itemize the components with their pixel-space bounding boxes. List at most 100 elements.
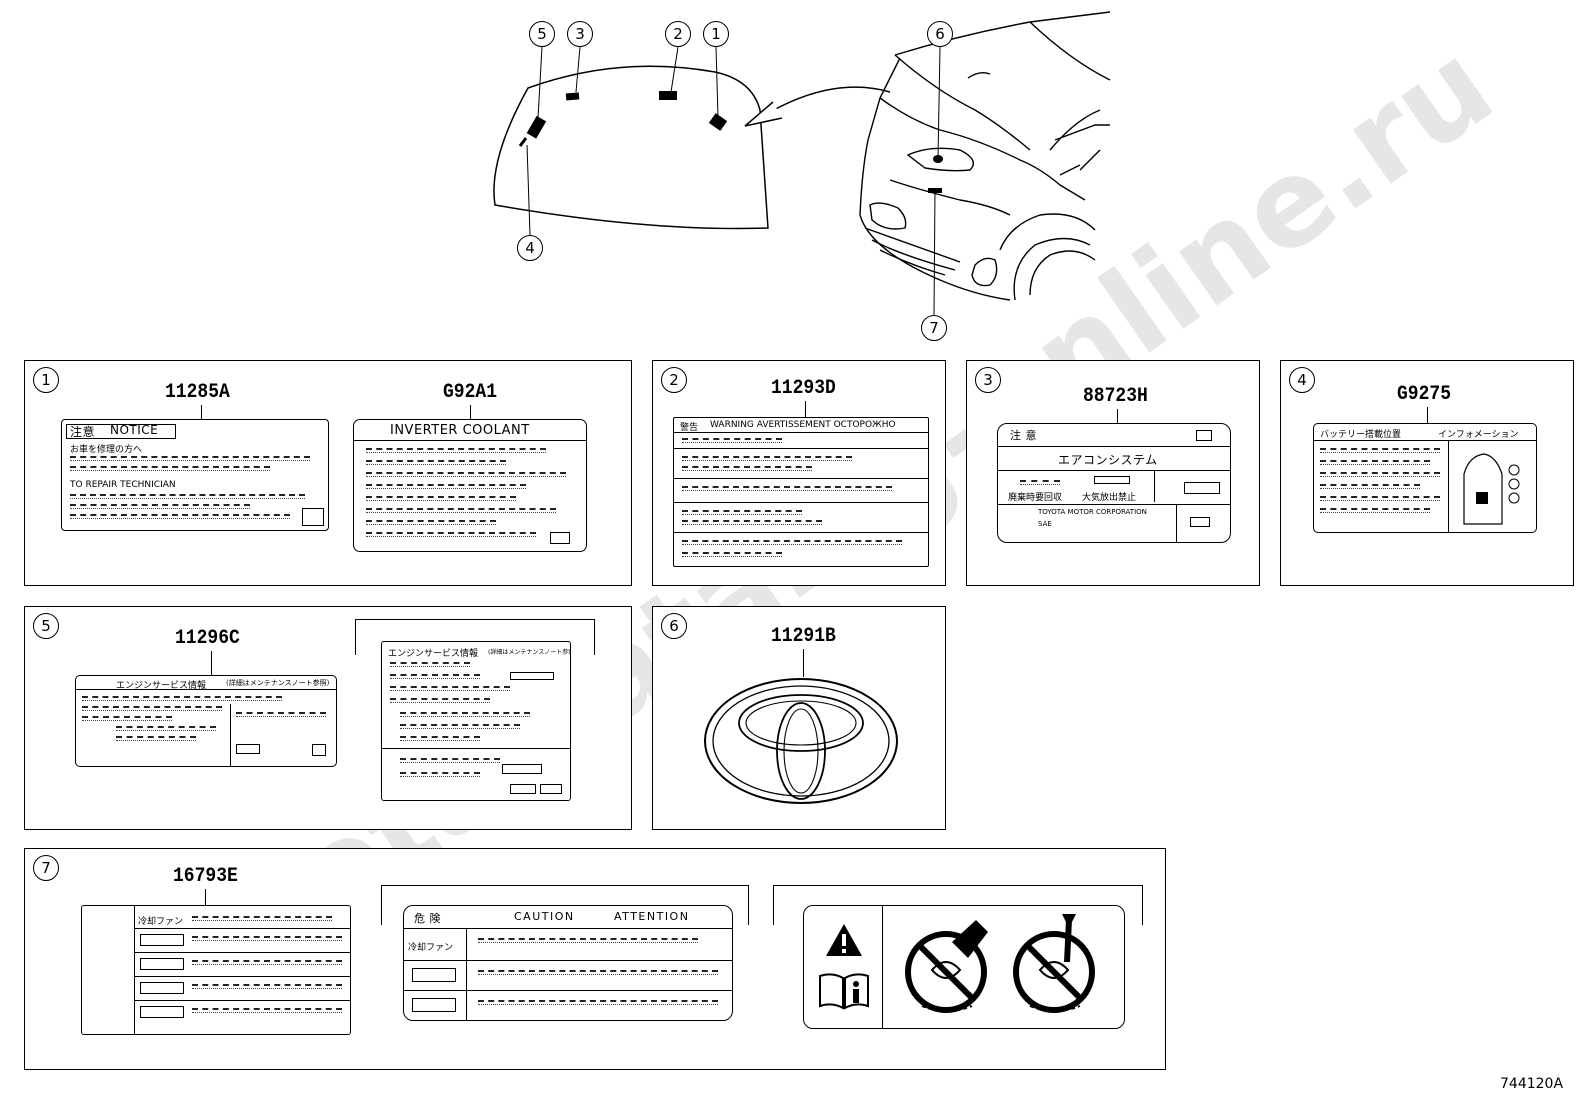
- text-line: [70, 494, 305, 499]
- callout-6: 6: [927, 21, 953, 47]
- part-number: 16793E: [173, 865, 238, 888]
- text-line: [682, 456, 852, 461]
- divider: [1314, 440, 1536, 441]
- leader-line: [805, 401, 806, 417]
- engine-service-label-alt: エンジンサービス情報 (詳細はメンテナンスノート参照): [381, 641, 571, 801]
- divider: [134, 952, 350, 953]
- sae-text: SAE: [1038, 520, 1052, 528]
- toyota-emblem: [704, 678, 898, 804]
- text-line: [366, 484, 526, 489]
- text-line: [1020, 480, 1060, 485]
- divider: [382, 748, 570, 749]
- car-layout-icon: [1463, 453, 1520, 525]
- leader-line: [211, 651, 212, 675]
- text-line: [400, 712, 530, 717]
- aircon-left: 廃棄時要回収: [1008, 493, 1063, 503]
- pictogram-label: [803, 905, 1125, 1029]
- caution-text: CAUTION: [514, 910, 575, 923]
- divider: [674, 478, 928, 479]
- text-line: [390, 686, 510, 691]
- value-box: [236, 744, 260, 754]
- engine-service-title: エンジンサービス情報: [388, 649, 479, 659]
- warning-jp: 警告: [680, 423, 699, 433]
- no-hands-fan-icon: [905, 920, 988, 1013]
- callout-5: 5: [529, 21, 555, 47]
- engine-service-sub: (詳細はメンテナンスノート参照): [488, 649, 571, 656]
- text-line: [236, 712, 326, 717]
- text-line: [70, 514, 290, 519]
- divider: [404, 990, 732, 991]
- text-line: [70, 466, 270, 471]
- text-line: [82, 696, 282, 701]
- text-line: [82, 706, 222, 711]
- value-box: [140, 934, 184, 946]
- engine-service-title: エンジンサービス情報: [116, 681, 207, 691]
- text-line: [70, 504, 250, 509]
- inverter-coolant-label: INVERTER COOLANT: [353, 419, 587, 552]
- divider: [674, 532, 928, 533]
- corner-box: [302, 508, 324, 526]
- battery-location-label: バッテリー搭載位置 インフォメーション: [1313, 423, 1537, 533]
- aircon-system: エアコンシステム: [1058, 453, 1158, 467]
- divider: [674, 448, 928, 449]
- text-line: [366, 472, 566, 477]
- text-line: [390, 674, 480, 679]
- part-number: 11291B: [771, 625, 836, 648]
- leader-line: [1427, 407, 1428, 423]
- no-tool-fan-icon: [1013, 914, 1095, 1013]
- text-line: [1320, 484, 1420, 489]
- text-line: [400, 772, 480, 777]
- cooling-fan-label: 冷却ファン: [81, 905, 351, 1035]
- corner-box: [550, 532, 570, 544]
- part-number: G92A1: [443, 381, 498, 404]
- panel-3: 3 88723H 注 意 エアコンシステム 廃棄時要回収 大気放出禁止 TOYO…: [966, 360, 1260, 586]
- icon-box: [1196, 430, 1212, 441]
- text-line: [192, 936, 342, 941]
- text-line: [390, 698, 490, 703]
- panel-6: 6 11291B: [652, 606, 946, 830]
- value-box: [510, 784, 536, 794]
- warning-banner: WARNING AVERTISSEMENT ОСТОРОЖНО: [710, 420, 896, 430]
- value-box: [1094, 476, 1130, 484]
- callout-2: 2: [665, 21, 691, 47]
- divider: [404, 960, 732, 961]
- leader-line: [1117, 409, 1118, 423]
- part-number: G9275: [1397, 383, 1452, 406]
- text-line: [366, 508, 556, 513]
- text-line: [478, 1000, 718, 1005]
- text-line: [366, 496, 516, 501]
- value-box: [140, 982, 184, 994]
- text-line: [116, 736, 196, 741]
- value-box: [140, 958, 184, 970]
- part-number: 11293D: [771, 377, 836, 400]
- variant-bracket: [773, 885, 1143, 925]
- text-line: [192, 916, 332, 921]
- text-line: [682, 466, 812, 471]
- divider: [230, 704, 231, 766]
- text-line: [478, 938, 698, 943]
- variant-bracket: [381, 885, 749, 925]
- caution-jp: 注 意: [1010, 429, 1037, 442]
- panel-2: 2 11293D 警告 WARNING AVERTISSEMENT ОСТОРО…: [652, 360, 946, 586]
- tmc-text: TOYOTA MOTOR CORPORATION: [1038, 508, 1147, 516]
- text-line: [366, 448, 546, 453]
- divider: [354, 440, 586, 441]
- text-line: [366, 460, 506, 465]
- warning-triangle-icon: [826, 924, 862, 956]
- notice-title-box: [66, 424, 176, 439]
- callout-1: 1: [703, 21, 729, 47]
- panel-4: 4 G9275 バッテリー搭載位置 インフォメーション: [1280, 360, 1574, 586]
- text-line: [682, 438, 782, 443]
- figure-id: 744120A: [1500, 1076, 1564, 1092]
- divider: [882, 906, 883, 1028]
- warning-label: 警告 WARNING AVERTISSEMENT ОСТОРОЖНО: [673, 417, 929, 567]
- text-line: [682, 520, 822, 525]
- engine-service-label: エンジンサービス情報 (詳細はメンテナンスノート参照): [75, 675, 337, 767]
- text-line: [682, 486, 892, 491]
- notice-title: NOTICE: [110, 423, 159, 437]
- leader-line: [803, 649, 804, 677]
- notice-sub: お車を修理の方へ: [70, 445, 143, 455]
- panel-number: 7: [33, 855, 59, 881]
- callout-4: 4: [517, 235, 543, 261]
- callout-7: 7: [921, 315, 947, 341]
